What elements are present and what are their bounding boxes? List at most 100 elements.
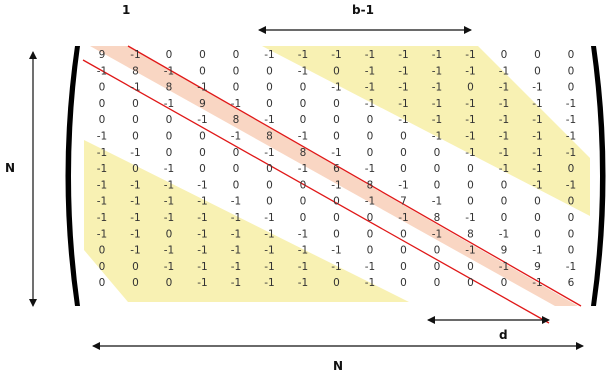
matrix-cell: -1 — [130, 245, 140, 257]
matrix-cell: 0 — [534, 49, 541, 61]
matrix-cell: 0 — [434, 277, 441, 289]
matrix-cell: -1 — [164, 98, 174, 110]
matrix-cell: -1 — [264, 228, 274, 240]
matrix-cell: 0 — [501, 49, 508, 61]
matrix-cell: 0 — [467, 179, 474, 191]
matrix-cell: -1 — [532, 131, 542, 143]
matrix-cell: -1 — [398, 98, 408, 110]
matrix-cell: -1 — [365, 261, 375, 273]
matrix-cell: -1 — [566, 179, 576, 191]
matrix-cell: -1 — [97, 163, 107, 175]
matrix-cell: 0 — [434, 179, 441, 191]
matrix-cell: 0 — [434, 163, 441, 175]
matrix-cell: 0 — [199, 147, 206, 159]
matrix-cell: -1 — [465, 49, 475, 61]
matrix-cell: -1 — [532, 98, 542, 110]
matrix-cell: 0 — [266, 179, 273, 191]
matrix-cell: -1 — [130, 82, 140, 94]
matrix-cell: -1 — [130, 196, 140, 208]
matrix-cell: 0 — [99, 114, 106, 126]
matrix-cell: -1 — [432, 49, 442, 61]
matrix-cell: 8 — [132, 65, 139, 77]
matrix-cell: 0 — [99, 82, 106, 94]
matrix-cell: 0 — [534, 65, 541, 77]
matrix-cell: 0 — [568, 228, 575, 240]
matrix-cell: 0 — [199, 49, 206, 61]
matrix-cell: 0 — [333, 228, 340, 240]
matrix-cell: -1 — [197, 114, 207, 126]
matrix-cell: -1 — [298, 245, 308, 257]
matrix-cell: 0 — [300, 196, 307, 208]
right-matrix-bracket — [591, 46, 606, 306]
matrix-cell: 0 — [367, 228, 374, 240]
matrix-cell: -1 — [130, 179, 140, 191]
matrix-cell: -1 — [231, 277, 241, 289]
matrix-cell: -1 — [432, 82, 442, 94]
matrix-cell: -1 — [331, 179, 341, 191]
matrix-cell: -1 — [566, 261, 576, 273]
matrix-cell: 0 — [333, 131, 340, 143]
matrix-cell: -1 — [264, 261, 274, 273]
matrix-cell: -1 — [398, 114, 408, 126]
matrix-cell: -1 — [197, 228, 207, 240]
matrix-cell: 0 — [166, 277, 173, 289]
matrix-cell: -1 — [465, 65, 475, 77]
matrix-cell: 0 — [367, 131, 374, 143]
matrix-cell: 0 — [266, 82, 273, 94]
matrix-cell: 0 — [400, 261, 407, 273]
matrix-cell: 0 — [568, 163, 575, 175]
matrix-cell: -1 — [499, 131, 509, 143]
matrix-cell: -1 — [398, 82, 408, 94]
matrix-cell: -1 — [398, 212, 408, 224]
matrix-cell: -1 — [331, 82, 341, 94]
matrix-cell: -1 — [499, 163, 509, 175]
matrix-cell: -1 — [499, 82, 509, 94]
matrix-cell: 0 — [367, 147, 374, 159]
label-one: 1 — [122, 3, 131, 17]
matrix-cell: 0 — [99, 277, 106, 289]
matrix-cell: -1 — [566, 147, 576, 159]
matrix-cell: -1 — [130, 147, 140, 159]
matrix-cell: -1 — [231, 98, 241, 110]
matrix-cell: -1 — [499, 228, 509, 240]
matrix-cell: 0 — [99, 98, 106, 110]
matrix-cell: -1 — [432, 196, 442, 208]
matrix-cell: 8 — [467, 228, 474, 240]
matrix-cell: 0 — [199, 65, 206, 77]
matrix-cell: -1 — [97, 196, 107, 208]
matrix-cell: 0 — [501, 196, 508, 208]
matrix-cell: 0 — [132, 261, 139, 273]
matrix-cell: -1 — [197, 212, 207, 224]
matrix-cell: 0 — [233, 179, 240, 191]
label-bottom-size: N — [333, 359, 344, 373]
matrix-cell: 0 — [333, 114, 340, 126]
matrix-cell: 0 — [166, 49, 173, 61]
lower-band-region — [84, 140, 409, 302]
matrix-cell: -1 — [465, 212, 475, 224]
matrix-cell: 0 — [501, 179, 508, 191]
matrix-cell: -1 — [164, 65, 174, 77]
matrix-cell: 0 — [300, 114, 307, 126]
matrix-cell: -1 — [532, 147, 542, 159]
matrix-cell: 0 — [266, 196, 273, 208]
matrix-cell: 0 — [333, 98, 340, 110]
matrix-cell: 0 — [400, 147, 407, 159]
matrix-cell: -1 — [432, 228, 442, 240]
matrix-cell: -1 — [432, 131, 442, 143]
matrix-cell: -1 — [365, 196, 375, 208]
matrix-cell: 0 — [568, 212, 575, 224]
matrix-cell: 0 — [333, 277, 340, 289]
matrix-cell: -1 — [130, 49, 140, 61]
matrix-cell: -1 — [97, 212, 107, 224]
matrix-cell: 0 — [400, 228, 407, 240]
matrix-cell: -1 — [197, 245, 207, 257]
matrix-cell: -1 — [365, 65, 375, 77]
matrix-cell: 8 — [166, 82, 173, 94]
left-matrix-bracket — [65, 46, 80, 306]
matrix-cell: -1 — [97, 228, 107, 240]
matrix-cell: -1 — [566, 131, 576, 143]
matrix-cell: -1 — [465, 114, 475, 126]
matrix-cell: -1 — [465, 131, 475, 143]
matrix-cell: 6 — [333, 163, 340, 175]
